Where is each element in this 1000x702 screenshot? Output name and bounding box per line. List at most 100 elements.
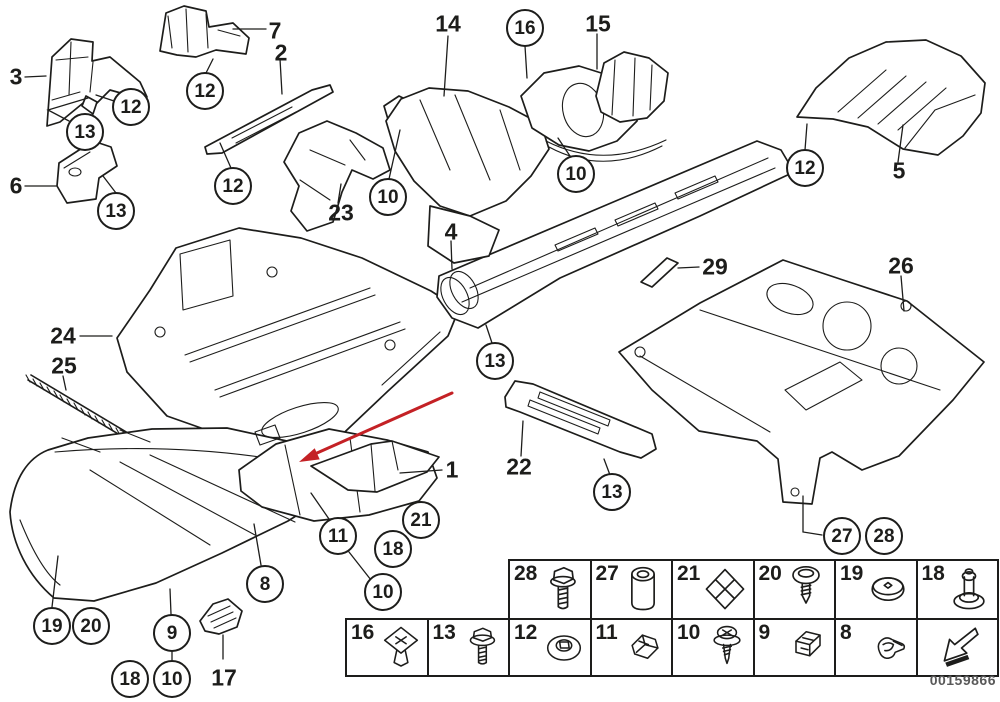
balloon-27: 27: [823, 517, 861, 555]
sleeve-icon: [617, 564, 669, 616]
label-6: 6: [9, 172, 23, 199]
balloon-20: 20: [72, 607, 110, 645]
label-14: 14: [435, 10, 461, 37]
round-screw-icon: [780, 564, 832, 616]
legend-row-bottom: 16 13 12 11 10 9 8: [345, 618, 999, 677]
balloon-13: 13: [66, 113, 104, 151]
diamond-plate-icon: [699, 564, 751, 616]
balloon-10: 10: [153, 660, 191, 698]
legend-cell-10: 10: [671, 618, 755, 677]
part-17-clip-part: [199, 598, 243, 635]
sheet-clip-icon: [621, 624, 669, 672]
legend-cell-8: 8: [834, 618, 918, 677]
balloon-9: 9: [153, 614, 191, 652]
label-23: 23: [328, 199, 354, 226]
balloon-28: 28: [865, 517, 903, 555]
leader-lines: [24, 28, 905, 661]
continue-arrow-icon: [935, 624, 983, 672]
part-24-underfloor-panel: [116, 227, 460, 457]
red-arrow: [299, 391, 454, 462]
label-25: 25: [51, 352, 77, 379]
balloon-16: 16: [506, 9, 544, 47]
legend-cell-11: 11: [589, 618, 673, 677]
legend-number: 12: [514, 621, 538, 644]
legend-number: 19: [840, 562, 864, 585]
part-14-heat-shield: [383, 87, 550, 264]
legend-cell-20: 20: [752, 559, 836, 620]
legend-cell-16: 16: [345, 618, 429, 677]
part-6-bracket: [56, 140, 118, 204]
balloon-13: 13: [593, 473, 631, 511]
legend-number: 8: [840, 621, 852, 644]
legend-cell-18: 18: [915, 559, 999, 620]
balloon-13: 13: [476, 342, 514, 380]
legend-cell-21: 21: [671, 559, 755, 620]
legend-number: 27: [595, 562, 619, 585]
label-24: 24: [50, 322, 76, 349]
part-2-heat-insulation-strip: [204, 84, 334, 155]
watermark-number: 00159866: [929, 672, 996, 688]
balloon-19: 19: [33, 607, 71, 645]
balloon-10: 10: [369, 178, 407, 216]
balloon-8: 8: [246, 565, 284, 603]
legend-cell-13: 13: [426, 618, 510, 677]
balloon-10: 10: [557, 155, 595, 193]
label-1: 1: [445, 456, 459, 483]
label-15: 15: [585, 10, 611, 37]
hex-bolt-washer-icon: [458, 624, 506, 672]
legend-cell-19: 19: [834, 559, 918, 620]
label-3: 3: [9, 63, 23, 90]
part-3-bracket: [46, 38, 148, 127]
cage-clamp-icon: [784, 624, 832, 672]
part-23-bracket: [283, 120, 391, 232]
part-7-bracket: [159, 5, 250, 58]
legend-number: 11: [595, 621, 618, 644]
part-15-heat-shield: [595, 51, 669, 123]
part-22-sill-panel: [504, 380, 657, 459]
edge-clip-icon: [866, 624, 914, 672]
legend-number: 16: [351, 621, 375, 644]
label-29: 29: [702, 253, 728, 280]
part-5-heat-shield: [796, 39, 986, 156]
legend-cell-9: 9: [752, 618, 836, 677]
part-1-insulation-panel: [310, 440, 440, 493]
legend-cell-arrow: [915, 618, 999, 677]
oval-nut-icon: [540, 624, 588, 672]
label-4: 4: [444, 218, 458, 245]
diamond-clip-icon: [377, 624, 425, 672]
legend-number: 18: [921, 562, 945, 585]
legend-cell-28: 28: [508, 559, 592, 620]
balloon-12: 12: [186, 72, 224, 110]
balloon-12: 12: [786, 149, 824, 187]
label-7: 7: [268, 17, 282, 44]
label-26: 26: [888, 252, 914, 279]
balloon-21: 21: [402, 501, 440, 539]
label-17: 17: [211, 664, 237, 691]
pin-rivet-icon: [943, 564, 995, 616]
label-22: 22: [506, 453, 532, 480]
legend-cell-27: 27: [589, 559, 673, 620]
washer-screw-icon: [703, 624, 751, 672]
legend-number: 20: [758, 562, 782, 585]
legend-number: 13: [432, 621, 456, 644]
label-5: 5: [892, 157, 906, 184]
legend-cell-12: 12: [508, 618, 592, 677]
balloon-18: 18: [111, 660, 149, 698]
balloon-11: 11: [319, 517, 357, 555]
grommet-icon: [862, 564, 914, 616]
part-25-serrated-strip: [25, 374, 134, 442]
balloon-10: 10: [364, 573, 402, 611]
balloon-18: 18: [374, 530, 412, 568]
balloon-13: 13: [97, 192, 135, 230]
balloon-12: 12: [112, 88, 150, 126]
legend-number: 9: [758, 621, 771, 644]
part-29-pad: [640, 257, 679, 288]
part-26-underfloor-panel-rear: [618, 259, 985, 505]
legend-number: 28: [514, 562, 538, 585]
part-4-tunnel-heat-shield: [436, 140, 795, 329]
flange-bolt-icon: [536, 564, 588, 616]
legend-number: 10: [677, 621, 701, 644]
